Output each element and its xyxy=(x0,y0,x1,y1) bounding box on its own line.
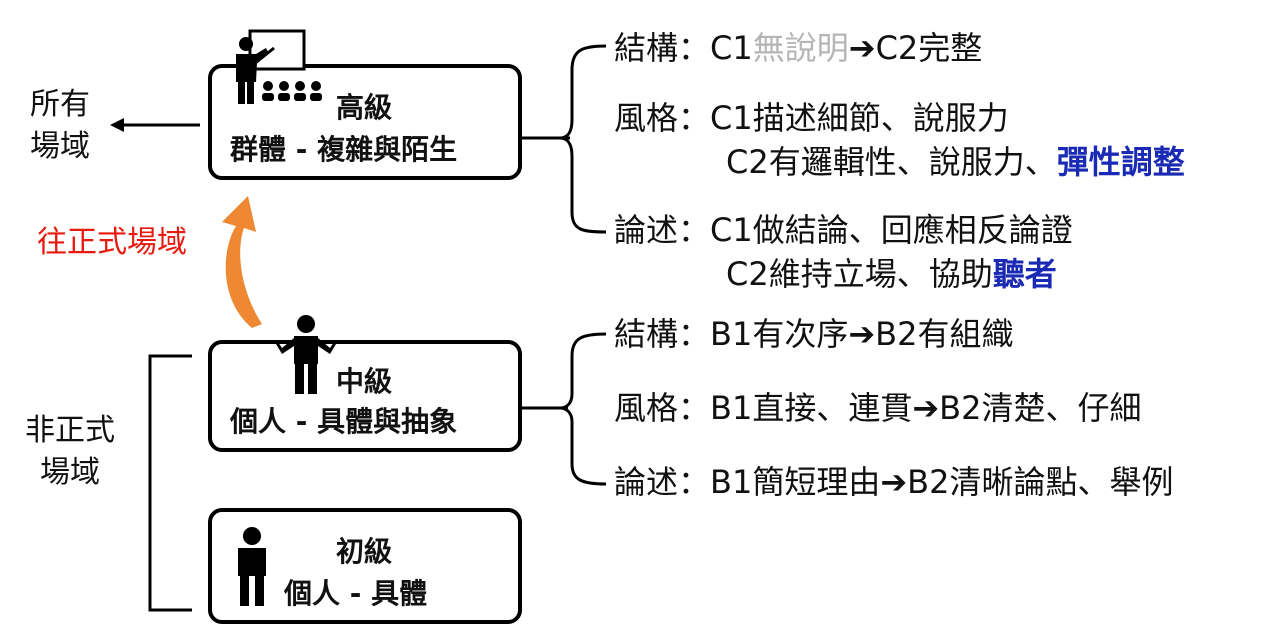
advanced-subtitle: 群體 - 複雜與陌生 xyxy=(230,133,458,166)
informal-domain-label: 非正式 場域 xyxy=(25,413,115,490)
person-standing-icon xyxy=(238,527,266,606)
audience-icon xyxy=(262,81,322,101)
advanced-style-row: 風格：C1描述細節、說服力 xyxy=(614,99,1009,137)
novice-subtitle: 個人 - 具體 xyxy=(284,577,428,610)
to-all-domains-arrowhead xyxy=(110,118,124,132)
intermediate-structure-row: 結構：B1有次序➔B2有組織 xyxy=(614,315,1014,353)
advanced-argument-row: 論述：C1做結論、回應相反論證 xyxy=(614,211,1073,249)
advanced-brace xyxy=(559,44,607,234)
intermediate-level-box: 中級 個人 - 具體與抽象 xyxy=(208,340,522,452)
intermediate-style-row: 風格：B1直接、連貫➔B2清楚、仔細 xyxy=(614,389,1142,427)
teacher-presenting-icon xyxy=(236,29,322,104)
advanced-level-box: 高級 群體 - 複雜與陌生 xyxy=(208,64,522,180)
advanced-argument-row-2: C2維持立場、協助聽者 xyxy=(726,255,1057,293)
intermediate-argument-row: 論述：B1簡短理由➔B2清晰論點、舉例 xyxy=(614,463,1174,501)
intermediate-title: 中級 xyxy=(336,365,393,398)
advanced-title: 高級 xyxy=(336,91,393,124)
intermediate-subtitle: 個人 - 具體與抽象 xyxy=(230,405,458,438)
orange-upward-arrow xyxy=(222,196,262,328)
novice-title: 初級 xyxy=(336,535,393,568)
intermediate-brace xyxy=(559,332,607,486)
advanced-style-row-2: C2有邏輯性、說服力、彈性調整 xyxy=(726,143,1185,181)
advanced-structure-row: 結構：C1無說明➔C2完整 xyxy=(614,29,983,67)
informal-bracket xyxy=(148,354,192,612)
to-formal-domain-label: 往正式場域 xyxy=(37,225,187,260)
person-shrug-icon xyxy=(276,315,336,394)
all-domains-label: 所有 場域 xyxy=(30,87,90,164)
